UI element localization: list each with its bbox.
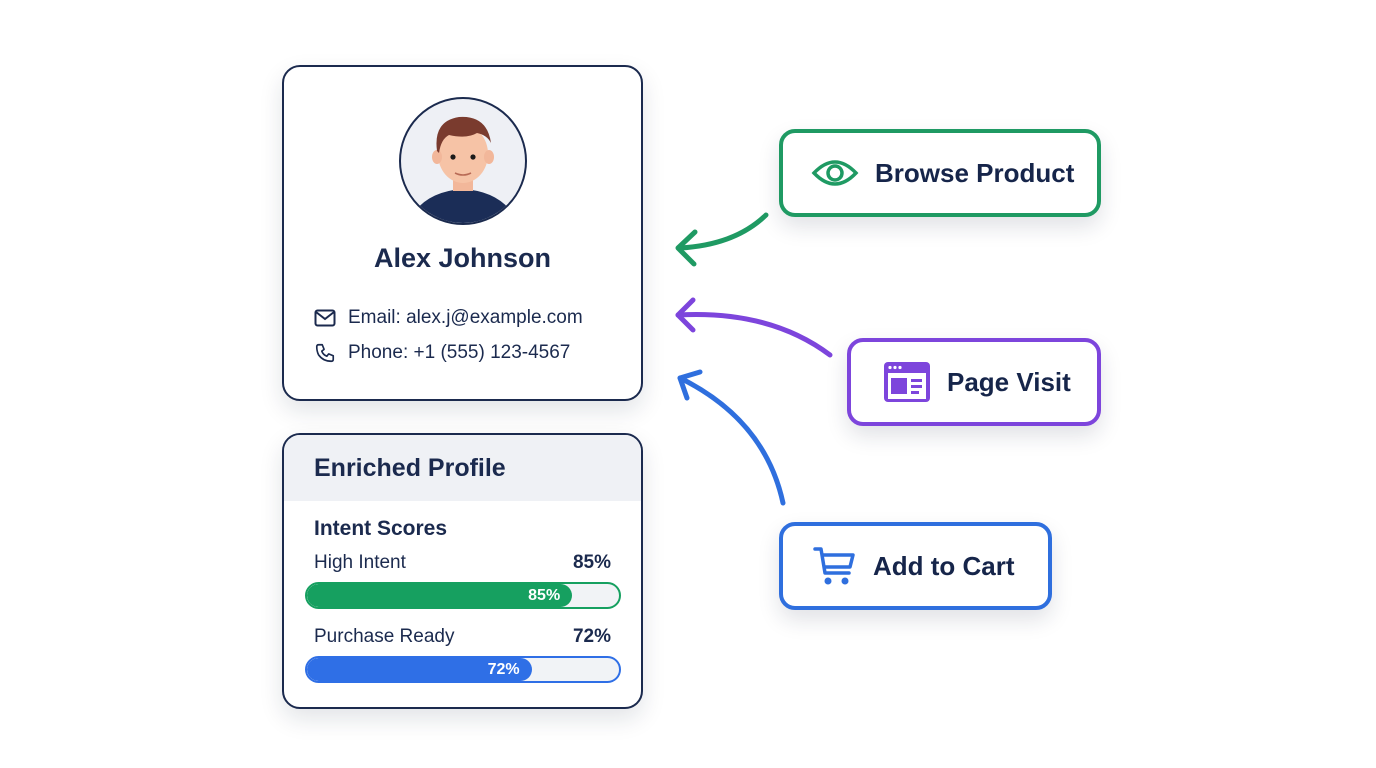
score-label: Purchase Ready xyxy=(314,626,455,647)
enriched-profile-title: Enriched Profile xyxy=(284,435,641,501)
enriched-profile-card: Enriched Profile Intent Scores High Inte… xyxy=(282,433,643,709)
progress-fill: 72% xyxy=(307,658,532,681)
phone-text: Phone: +1 (555) 123-4567 xyxy=(348,342,571,363)
email-text: Email: alex.j@example.com xyxy=(348,307,583,328)
eye-icon xyxy=(811,160,859,186)
shopping-cart-icon xyxy=(813,547,855,585)
customer-profile-card: Alex Johnson Email: alex.j@example.com P… xyxy=(282,65,643,401)
event-label: Add to Cart xyxy=(873,550,1015,581)
score-value: 72% xyxy=(572,626,611,647)
customer-name: Alex Johnson xyxy=(373,243,552,273)
page-visit-arrow xyxy=(675,312,833,358)
purchase-ready-progress-bar: 72% xyxy=(305,656,621,683)
mail-icon xyxy=(314,309,336,327)
intent-scores-heading: Intent Scores xyxy=(314,517,448,540)
score-label: High Intent xyxy=(314,552,406,573)
email-row: Email: alex.j@example.com xyxy=(314,307,583,329)
add-to-cart-arrow xyxy=(677,375,786,506)
score-row-high-intent: High Intent 85% xyxy=(314,552,611,574)
event-add-to-cart: Add to Cart xyxy=(779,522,1052,610)
event-page-visit: Page Visit xyxy=(847,338,1101,426)
browse-arrow xyxy=(677,212,769,251)
event-label: Browse Product xyxy=(875,157,1075,188)
phone-icon xyxy=(315,343,335,363)
browser-window-icon xyxy=(884,362,930,402)
score-value: 85% xyxy=(572,552,611,573)
event-label: Page Visit xyxy=(947,366,1071,397)
score-row-purchase-ready: Purchase Ready 72% xyxy=(314,626,611,648)
avatar xyxy=(399,97,527,225)
event-browse-product: Browse Product xyxy=(779,129,1101,217)
progress-fill: 85% xyxy=(307,584,573,607)
high-intent-progress-bar: 85% xyxy=(305,582,621,609)
phone-row: Phone: +1 (555) 123-4567 xyxy=(314,342,570,364)
